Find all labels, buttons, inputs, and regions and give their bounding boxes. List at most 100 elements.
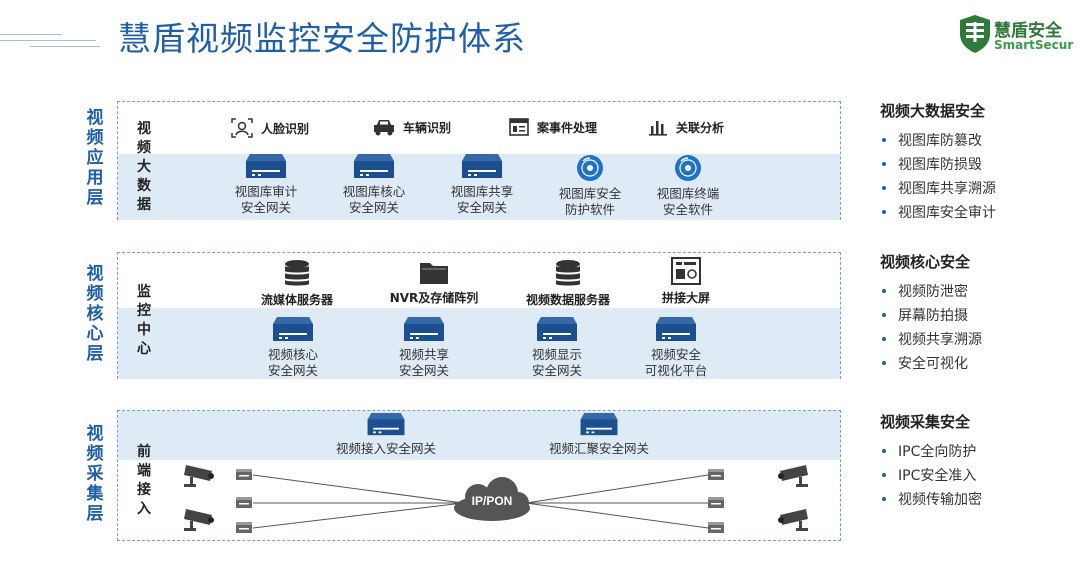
security-group-title: 视频采集安全 [880, 413, 971, 431]
gateway-device-icon [656, 317, 696, 341]
device-line2: 可视化平台 [644, 363, 708, 378]
case-file-icon [509, 118, 529, 136]
device-view-protection-software: 视图库安全 防护软件 [535, 154, 645, 218]
device-video-display-gateway: 视频显示 安全网关 [502, 317, 612, 379]
server-label: 拼接大屏 [661, 291, 710, 305]
security-item: 视图库防损毁 [880, 153, 1070, 177]
gateway-device-icon [354, 154, 394, 178]
car-icon [374, 120, 394, 136]
logo-name-en: SmartSecur [994, 38, 1074, 52]
camera-icon [778, 465, 808, 487]
device-line2: 安全网关 [267, 363, 318, 378]
device-visualization-platform: 视频安全 可视化平台 [621, 317, 731, 379]
device-line1: 视图库核心 [342, 184, 406, 199]
device-line1: 视图库共享 [450, 184, 514, 199]
security-group-title: 视频大数据安全 [880, 102, 986, 120]
server-streaming-media: 流媒体服务器 [252, 259, 342, 308]
sub-label-big-data: 视频大数据 [137, 121, 151, 213]
device-line2: 安全网关 [348, 200, 399, 215]
device-line2: 安全网关 [531, 363, 582, 378]
device-line2: 安全网关 [240, 200, 291, 215]
vehicle-recognition-label: 车辆识别 [403, 120, 452, 135]
device-line1: 视频核心 [267, 347, 318, 362]
server-video-wall: 拼接大屏 [646, 257, 726, 306]
layer-label-collection: 视频采集层 [86, 424, 104, 524]
page-title: 慧盾视频监控安全防护体系 [118, 19, 526, 58]
bullet-dot-icon [882, 138, 886, 142]
server-label: 视频数据服务器 [525, 293, 610, 307]
security-item: 视频传输加密 [880, 488, 1070, 512]
device-line1: 视频显示 [531, 347, 582, 362]
security-item: 视图库共享溯源 [880, 177, 1070, 201]
case-handling-label: 案事件处理 [537, 120, 598, 135]
face-recognition-icon [231, 118, 253, 138]
gateway-device-icon [273, 317, 313, 341]
small-switch-icon [708, 522, 724, 533]
server-label: NVR及存储阵列 [389, 291, 479, 305]
security-item: 视图库防篡改 [880, 129, 1070, 153]
device-line1: 视图库安全 [558, 186, 622, 201]
security-item-label: IPC全向防护 [898, 444, 977, 460]
bullet-dot-icon [882, 337, 886, 341]
security-item-label: 视图库防损毁 [898, 157, 982, 173]
gateway-device-icon [537, 317, 577, 341]
small-switch-icon [708, 497, 724, 508]
gateway-device-icon [462, 154, 502, 178]
camera-icon [184, 509, 214, 531]
software-disc-icon [675, 155, 701, 181]
bullet-dot-icon [882, 449, 886, 453]
device-line2: 安全网关 [456, 200, 507, 215]
security-item: 安全可视化 [880, 352, 1070, 376]
brand-logo: 慧盾安全 SmartSecur [958, 14, 1074, 58]
core-band [118, 308, 840, 379]
server-video-data: 视频数据服务器 [518, 259, 618, 308]
device-line2: 安全网关 [398, 363, 449, 378]
bullet-dot-icon [882, 162, 886, 166]
gateway-device-icon [404, 317, 444, 341]
security-item: IPC全向防护 [880, 440, 1070, 464]
camera-icon [778, 509, 808, 531]
bullet-dot-icon [882, 497, 886, 501]
small-switch-icon [708, 469, 724, 480]
small-switch-icon [236, 522, 252, 533]
screen-panel-icon [671, 257, 701, 285]
face-recognition-label: 人脸识别 [261, 121, 310, 136]
bullet-dot-icon [882, 289, 886, 293]
device-view-terminal-software: 视图库终端 安全软件 [633, 154, 743, 218]
security-item: 视频共享溯源 [880, 328, 1070, 352]
device-video-share-gateway: 视频共享 安全网关 [369, 317, 479, 379]
core-layer-panel: 监控中心 流媒体服务器 NVR及存储阵列 视频数据服务器 拼接大屏 视频核心 安… [117, 252, 841, 379]
bullet-dot-icon [882, 473, 886, 477]
device-view-core-gateway: 视图库核心 安全网关 [319, 154, 429, 216]
security-item-label: 屏幕防拍摄 [898, 308, 968, 324]
device-line2: 安全软件 [662, 202, 713, 217]
face-recognition-item: 人脸识别 [231, 118, 309, 138]
device-line1: 视频共享 [398, 347, 449, 362]
security-item-label: 视频传输加密 [898, 492, 982, 508]
device-aggregation-gateway: 视频汇聚安全网关 [534, 413, 664, 457]
bullet-dot-icon [882, 186, 886, 190]
device-line2: 防护软件 [564, 202, 615, 217]
database-icon [556, 260, 580, 286]
network-topology: IP/PON [184, 465, 808, 533]
camera-icon [184, 465, 214, 487]
security-item-label: 视图库防篡改 [898, 133, 982, 149]
gateway-label: 视频汇聚安全网关 [548, 441, 649, 456]
security-group-title: 视频核心安全 [880, 253, 971, 271]
security-item-label: 视频防泄密 [898, 284, 968, 300]
security-item: IPC安全准入 [880, 464, 1070, 488]
case-handling-item: 案事件处理 [509, 118, 597, 136]
correlation-analysis-label: 关联分析 [676, 120, 725, 135]
device-line1: 视图库终端 [656, 186, 720, 201]
security-item-label: 视图库共享溯源 [898, 181, 996, 197]
device-line1: 视图库审计 [234, 184, 298, 199]
database-icon [285, 260, 309, 286]
security-item-label: IPC安全准入 [898, 468, 977, 484]
folder-icon [420, 263, 448, 284]
security-item: 视图库安全审计 [880, 201, 1070, 225]
logo-name-cn: 慧盾安全 [994, 21, 1062, 41]
network-links [252, 474, 709, 529]
correlation-analysis-item: 关联分析 [648, 118, 724, 136]
header-decoration-line [30, 46, 100, 47]
collection-band [118, 411, 840, 460]
